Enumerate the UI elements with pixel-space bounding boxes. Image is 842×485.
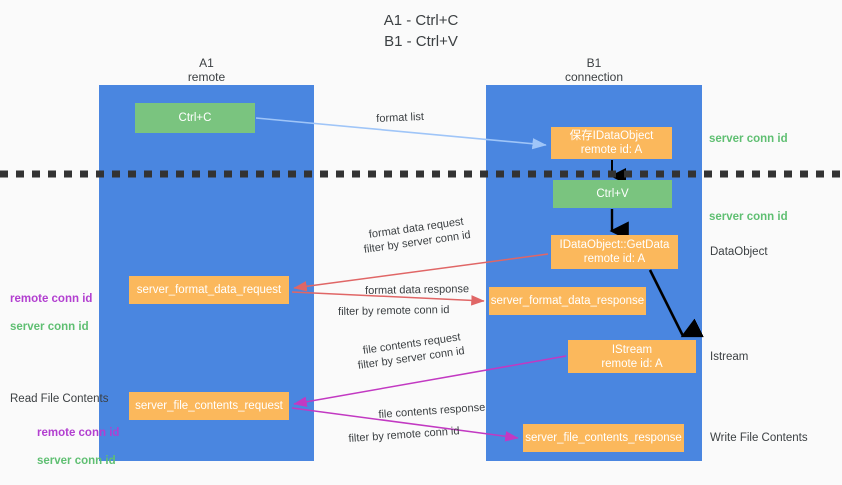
annotation-left-conn-ids-top: remote conn id server conn id — [10, 278, 92, 334]
label-format-list: format list — [376, 110, 425, 125]
column-header-b1: B1 connection — [564, 56, 624, 84]
annotation-right-istream: Istream — [710, 351, 749, 363]
filter-value-remote-conn-id: remote conn id — [386, 425, 460, 443]
column-header-a1: A1 remote — [187, 56, 226, 84]
label-file-contents-response: file contents response — [378, 401, 486, 421]
server-conn-id-label: server conn id — [10, 321, 89, 333]
remote-conn-id-label: remote conn id — [37, 427, 120, 439]
box-istream[interactable]: IStream remote id: A — [568, 340, 696, 373]
label-file-contents-response-filter: filter by remote conn id — [348, 424, 460, 447]
label-format-data-response: format data response — [365, 283, 470, 297]
label-format-data-response-filter: filter by remote conn id — [338, 303, 450, 320]
filter-prefix: filter by — [338, 305, 377, 318]
filter-prefix: filter by — [348, 430, 388, 445]
annotation-right-write-file-contents: Write File Contents — [710, 432, 808, 444]
box-save-idataobject[interactable]: 保存IDataObject remote id: A — [551, 127, 672, 159]
filter-value-remote-conn-id: remote conn id — [376, 304, 450, 318]
box-server-format-data-response[interactable]: server_format_data_response — [489, 287, 646, 315]
annotation-right-server-conn-id-top: server conn id — [709, 133, 788, 145]
box-server-file-contents-response[interactable]: server_file_contents_response — [523, 424, 684, 452]
filter-prefix: filter by — [357, 354, 397, 372]
annotation-right-server-conn-id-mid: server conn id — [709, 211, 788, 223]
box-idataobject-getdata[interactable]: IDataObject::GetData remote id: A — [551, 235, 678, 269]
box-ctrl-c[interactable]: Ctrl+C — [135, 103, 255, 133]
filter-prefix: filter by — [363, 238, 403, 256]
annotation-left-conn-ids-bottom: remote conn id server conn id — [37, 412, 119, 468]
box-server-file-contents-request[interactable]: server_file_contents_request — [129, 392, 289, 420]
box-server-format-data-request[interactable]: server_format_data_request — [129, 276, 289, 304]
box-ctrl-v[interactable]: Ctrl+V — [553, 180, 672, 208]
diagram-title: A1 - Ctrl+C B1 - Ctrl+V — [383, 12, 459, 50]
annotation-left-read-file-contents: Read File Contents — [10, 393, 109, 405]
server-conn-id-label: server conn id — [37, 455, 116, 467]
remote-conn-id-label: remote conn id — [10, 293, 93, 305]
annotation-right-dataobject: DataObject — [710, 246, 768, 258]
